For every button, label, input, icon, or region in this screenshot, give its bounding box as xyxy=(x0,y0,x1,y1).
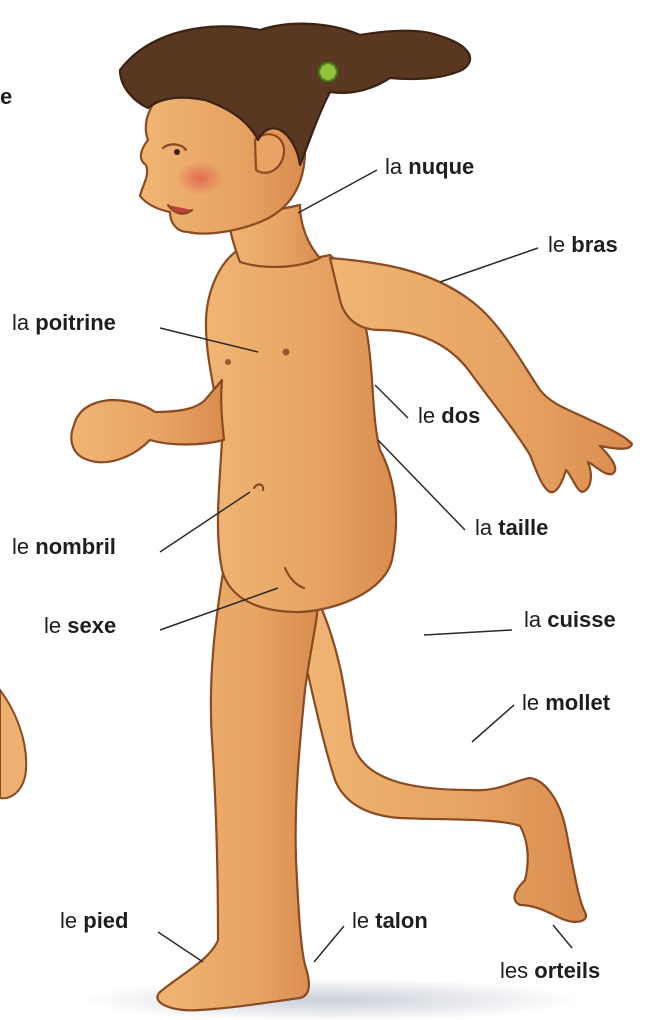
label-nuque: la nuque xyxy=(385,156,474,178)
label-pied: le pied xyxy=(60,910,128,932)
word-taille: taille xyxy=(498,515,548,540)
word-orteils: orteils xyxy=(534,958,600,983)
word-sexe: sexe xyxy=(67,613,116,638)
cropped-edge-letter: e xyxy=(0,84,12,110)
word-nombril: nombril xyxy=(35,534,116,559)
label-mollet: le mollet xyxy=(522,692,610,714)
word-cuisse: cuisse xyxy=(547,607,616,632)
article-cuisse: la xyxy=(524,607,541,632)
article-orteils: les xyxy=(500,958,528,983)
word-nuque: nuque xyxy=(408,154,474,179)
nipple-right xyxy=(283,349,290,356)
label-sexe: le sexe xyxy=(44,615,116,637)
label-nombril: le nombril xyxy=(12,536,116,558)
ground-shadow xyxy=(80,978,580,1020)
article-talon: le xyxy=(352,908,369,933)
label-taille: la taille xyxy=(475,517,548,539)
left-leg xyxy=(157,560,318,1010)
hair-tie xyxy=(319,63,337,81)
word-poitrine: poitrine xyxy=(35,310,116,335)
article-sexe: le xyxy=(44,613,61,638)
leader-bras xyxy=(440,248,538,282)
nipple-left xyxy=(225,359,231,365)
leader-nuque xyxy=(298,170,377,213)
article-bras: le xyxy=(548,232,565,257)
label-bras: le bras xyxy=(548,234,618,256)
cheek xyxy=(176,161,224,195)
pupil xyxy=(174,149,180,155)
partial-foot-left-edge xyxy=(0,690,26,798)
leader-orteils xyxy=(553,925,572,948)
label-orteils: les orteils xyxy=(500,960,600,982)
label-poitrine: la poitrine xyxy=(12,312,116,334)
article-pied: le xyxy=(60,908,77,933)
word-talon: talon xyxy=(375,908,428,933)
article-nombril: le xyxy=(12,534,29,559)
label-talon: le talon xyxy=(352,910,428,932)
leader-cuisse xyxy=(424,630,512,635)
label-dos: le dos xyxy=(418,405,480,427)
leader-mollet xyxy=(472,705,514,742)
label-cuisse: la cuisse xyxy=(524,609,616,631)
right-leg xyxy=(300,600,586,922)
word-mollet: mollet xyxy=(545,690,610,715)
leader-talon xyxy=(314,926,344,962)
article-mollet: le xyxy=(522,690,539,715)
word-pied: pied xyxy=(83,908,128,933)
left-arm xyxy=(71,380,224,462)
word-dos: dos xyxy=(441,403,480,428)
article-taille: la xyxy=(475,515,492,540)
word-bras: bras xyxy=(571,232,617,257)
article-dos: le xyxy=(418,403,435,428)
article-poitrine: la xyxy=(12,310,29,335)
leader-dos xyxy=(375,385,408,418)
leader-pied xyxy=(158,932,203,962)
article-nuque: la xyxy=(385,154,402,179)
